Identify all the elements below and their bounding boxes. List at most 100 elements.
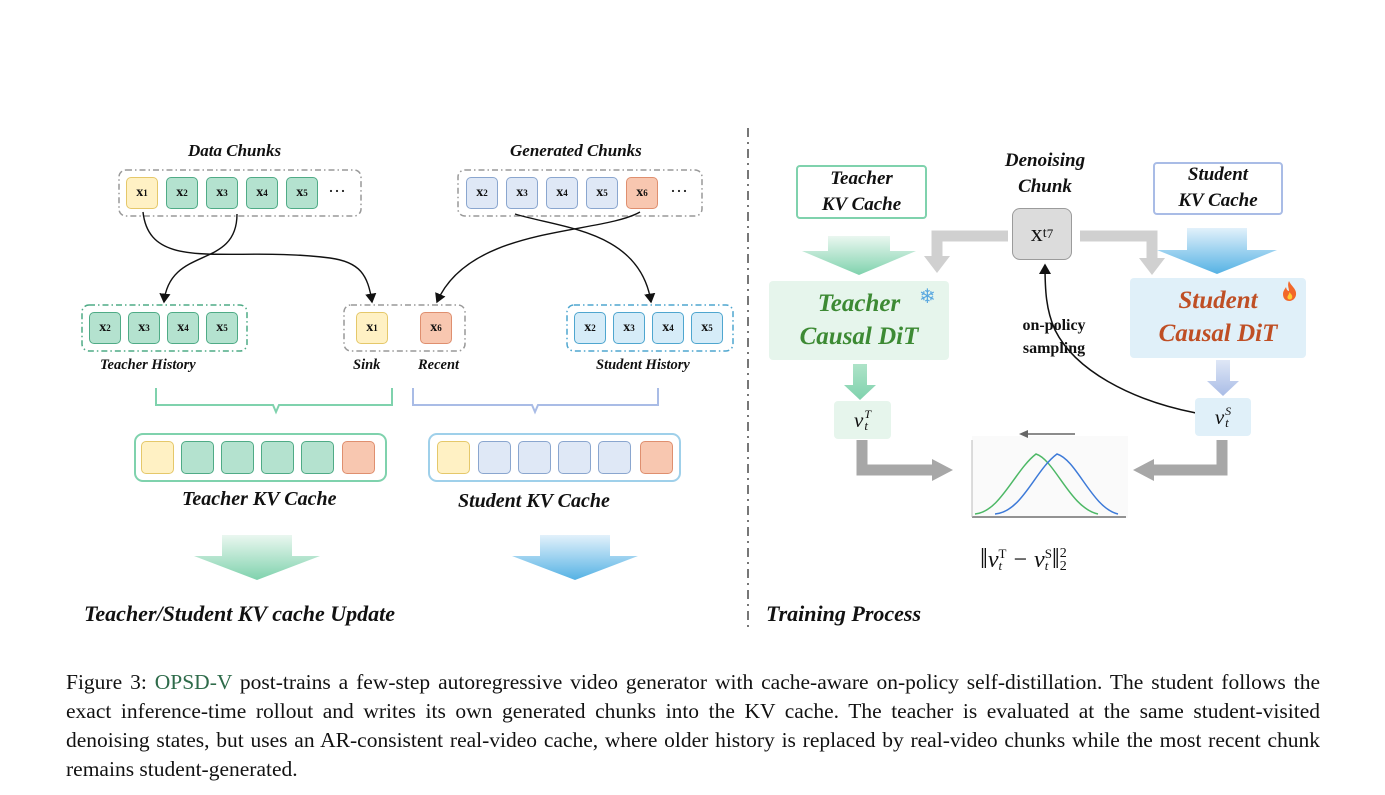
denoising-chunk-title-line2: Chunk [1018, 176, 1072, 197]
student-kv-cell [437, 441, 470, 474]
denoising-chunk-sub: t [1042, 226, 1047, 241]
student-kv-cell [598, 441, 631, 474]
shift-arrow-head [1019, 430, 1028, 438]
student-distribution-curve [994, 453, 1119, 515]
training-process-title: Training Process [766, 601, 922, 626]
teacher-velocity-sub: t [864, 418, 868, 433]
student-kv-cell [478, 441, 511, 474]
vt-student-to-loss [1152, 440, 1228, 476]
teacher-causal-dit-line2: Causal DiT [799, 323, 919, 350]
caption-body: post-trains a few-step autoregressive vi… [66, 670, 1321, 781]
generated-chunks-group [457, 169, 703, 217]
student-kv-cache-label: Student KV Cache [458, 490, 610, 512]
teacher-velocity-sup: T [864, 407, 871, 421]
denoising-chunk-title-line1: Denoising [1004, 150, 1086, 171]
student-kv-cell [558, 441, 591, 474]
teacher-brace [155, 388, 393, 415]
teacher-kv-cell [181, 441, 214, 474]
data-chunks-title: Data Chunks [188, 141, 282, 160]
vt-teacher-to-loss-head [932, 459, 953, 481]
snowflake-icon: ❄ [919, 284, 936, 308]
teacher-velocity-base: v [853, 407, 864, 432]
kv-cache-update-title: Teacher/Student KV cache Update [84, 601, 396, 626]
chunk-to-student-head [1139, 258, 1165, 275]
denoising-chunk-sup: 7 [1046, 226, 1054, 241]
figure-caption: Figure 3: OPSD-V post-trains a few-step … [66, 668, 1320, 784]
generated-chunks-ellipsis: ··· [670, 181, 688, 201]
student-history-label: Student History [596, 357, 690, 373]
teacher-kv-down-arrow [802, 236, 916, 275]
student-kv-down-arrow [1157, 228, 1277, 274]
chunk-to-student-arrow [1080, 230, 1158, 260]
student-kv-cell [518, 441, 551, 474]
teacher-distribution-curve [974, 453, 1099, 515]
vt-teacher-to-loss [856, 440, 934, 476]
recent-label: Recent [418, 357, 460, 373]
distribution-plot [971, 430, 1128, 518]
teacher-kv-cache-card-line2: KV Cache [821, 194, 902, 215]
vt-student-to-loss-head [1133, 459, 1154, 481]
teacher-causal-dit-line1: Teacher [817, 290, 901, 317]
fire-icon [1281, 280, 1298, 302]
teacher-causal-dit-card [769, 281, 949, 360]
teacher-history-label: Teacher History [100, 357, 196, 373]
student-dit-to-v-arrow [1207, 360, 1239, 396]
student-kv-cell [640, 441, 673, 474]
caption-prefix: Figure 3: [66, 670, 155, 694]
chunk-to-teacher-arrow [931, 230, 1008, 258]
arrow-data-to-teacher-history [159, 213, 238, 304]
student-velocity-sub: t [1225, 415, 1229, 430]
on-policy-label-line2: sampling [1022, 340, 1086, 357]
arrow-x6-to-recent [435, 211, 641, 304]
student-causal-dit-line2: Causal DiT [1158, 320, 1278, 347]
teacher-history-group [81, 304, 248, 352]
denoising-chunk-var: x [1030, 220, 1043, 247]
chunk-to-teacher-head [924, 256, 950, 273]
data-chunks-group [118, 169, 362, 217]
teacher-dit-to-v-arrow [844, 364, 876, 400]
teacher-update-arrow [194, 535, 320, 580]
teacher-kv-cache-card-line1: Teacher [830, 168, 893, 189]
teacher-kv-cache-card [796, 165, 927, 219]
teacher-kv-cell [342, 441, 375, 474]
student-kv-cache-card [1153, 162, 1283, 215]
teacher-kv-cache-label: Teacher KV Cache [182, 488, 337, 510]
student-brace [412, 388, 659, 415]
distribution-plot-bg [972, 436, 1128, 518]
student-causal-dit-card [1130, 278, 1306, 358]
arrow-generated-to-student-history [514, 213, 656, 304]
teacher-kv-cell [301, 441, 334, 474]
on-policy-curve [1039, 263, 1197, 414]
student-velocity-sup: S [1225, 404, 1232, 418]
student-kv-cache-card-line1: Student [1187, 164, 1249, 185]
sink-label: Sink [353, 357, 381, 373]
student-causal-dit-line1: Student [1178, 287, 1258, 314]
caption-method-link[interactable]: OPSD-V [154, 670, 232, 694]
student-history-group [566, 304, 734, 352]
teacher-kv-cell [221, 441, 254, 474]
data-chunks-ellipsis: ··· [328, 181, 346, 201]
arrow-x1-to-sink [142, 211, 377, 304]
